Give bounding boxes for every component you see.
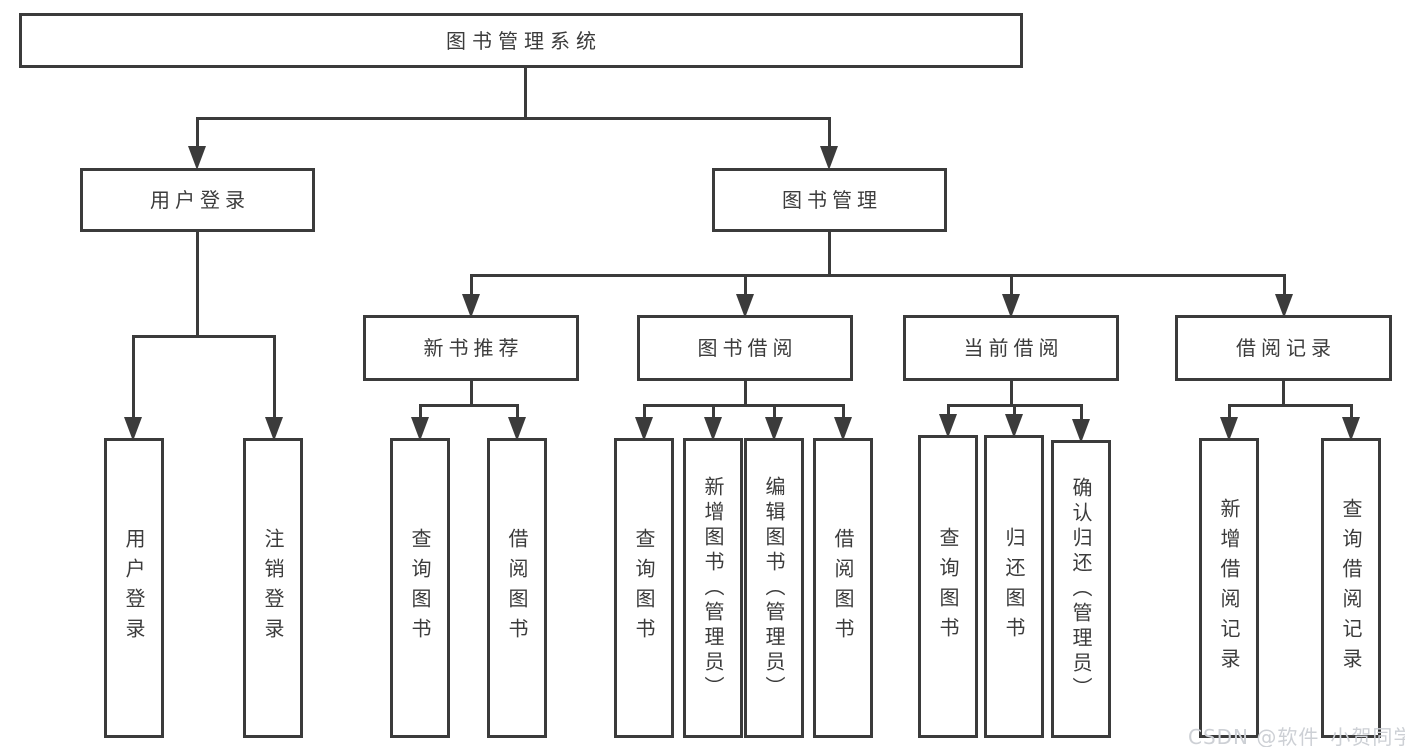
connector-line <box>195 232 199 338</box>
connector-line <box>131 336 135 421</box>
watermark-text: CSDN @软件_小贺同学 <box>1188 725 1405 747</box>
arrowhead-icon <box>508 417 526 441</box>
connector-line <box>1349 405 1353 421</box>
connector-line <box>195 118 199 150</box>
connector-line <box>1281 381 1285 407</box>
arrowhead-icon <box>704 417 722 441</box>
node-book-management: 图书管理 <box>712 168 947 232</box>
connector-line <box>515 405 519 421</box>
arrowhead-icon <box>736 294 754 318</box>
arrowhead-icon <box>1275 294 1293 318</box>
node-book-borrow: 图书借阅 <box>637 315 853 381</box>
leaf-borrow-book: 借阅图书 <box>813 438 873 738</box>
leaf-return-book: 归还图书 <box>984 435 1044 738</box>
leaf-logout: 注销登录 <box>243 438 303 738</box>
connector-line <box>469 381 473 407</box>
connector-line <box>1009 381 1013 407</box>
connector-line <box>469 275 473 298</box>
connector-line <box>195 116 831 120</box>
node-borrow-records: 借阅记录 <box>1175 315 1392 381</box>
connector-line <box>469 273 1286 277</box>
connector-line <box>1282 275 1286 298</box>
connector-line <box>1012 405 1016 418</box>
leaf-query-book-recommend: 查询图书 <box>390 438 450 738</box>
node-new-book-recommend: 新书推荐 <box>363 315 579 381</box>
leaf-borrow-book-recommend: 借阅图书 <box>487 438 547 738</box>
connector-line <box>1227 405 1231 421</box>
connector-line <box>418 403 519 407</box>
arrowhead-icon <box>939 414 957 438</box>
arrowhead-icon <box>1220 417 1238 441</box>
connector-line <box>131 334 276 338</box>
connector-line <box>1079 405 1083 423</box>
arrowhead-icon <box>1005 414 1023 438</box>
leaf-query-borrow-record: 查询借阅记录 <box>1321 438 1381 738</box>
leaf-query-book-current: 查询图书 <box>918 435 978 738</box>
connector-line <box>827 232 831 277</box>
arrowhead-icon <box>462 294 480 318</box>
leaf-query-book-borrow: 查询图书 <box>614 438 674 738</box>
connector-line <box>418 405 422 421</box>
connector-line <box>642 405 646 421</box>
leaf-edit-book-admin: 编辑图书（管理员） <box>744 438 804 738</box>
arrowhead-icon <box>1342 417 1360 441</box>
connector-line <box>743 275 747 298</box>
connector-line <box>772 405 776 421</box>
connector-line <box>841 405 845 421</box>
connector-line <box>827 118 831 150</box>
connector-line <box>946 405 950 418</box>
connector-line <box>1227 403 1353 407</box>
arrowhead-icon <box>834 417 852 441</box>
connector-line <box>711 405 715 421</box>
connector-line <box>1009 275 1013 298</box>
node-library-management-system: 图书管理系统 <box>19 13 1023 68</box>
leaf-confirm-return-admin: 确认归还（管理员） <box>1051 440 1111 738</box>
arrowhead-icon <box>265 417 283 441</box>
arrowhead-icon <box>411 417 429 441</box>
leaf-user-login: 用户登录 <box>104 438 164 738</box>
leaf-add-book-admin: 新增图书（管理员） <box>683 438 743 738</box>
node-current-borrow: 当前借阅 <box>903 315 1119 381</box>
connector-line <box>272 336 276 421</box>
arrowhead-icon <box>188 146 206 170</box>
leaf-add-borrow-record: 新增借阅记录 <box>1199 438 1259 738</box>
arrowhead-icon <box>1002 294 1020 318</box>
arrowhead-icon <box>820 146 838 170</box>
arrowhead-icon <box>124 417 142 441</box>
connector-line <box>523 68 527 118</box>
arrowhead-icon <box>765 417 783 441</box>
connector-line <box>743 381 747 407</box>
connector-line <box>642 403 845 407</box>
node-user-login-group: 用户登录 <box>80 168 315 232</box>
arrowhead-icon <box>635 417 653 441</box>
arrowhead-icon <box>1072 419 1090 443</box>
